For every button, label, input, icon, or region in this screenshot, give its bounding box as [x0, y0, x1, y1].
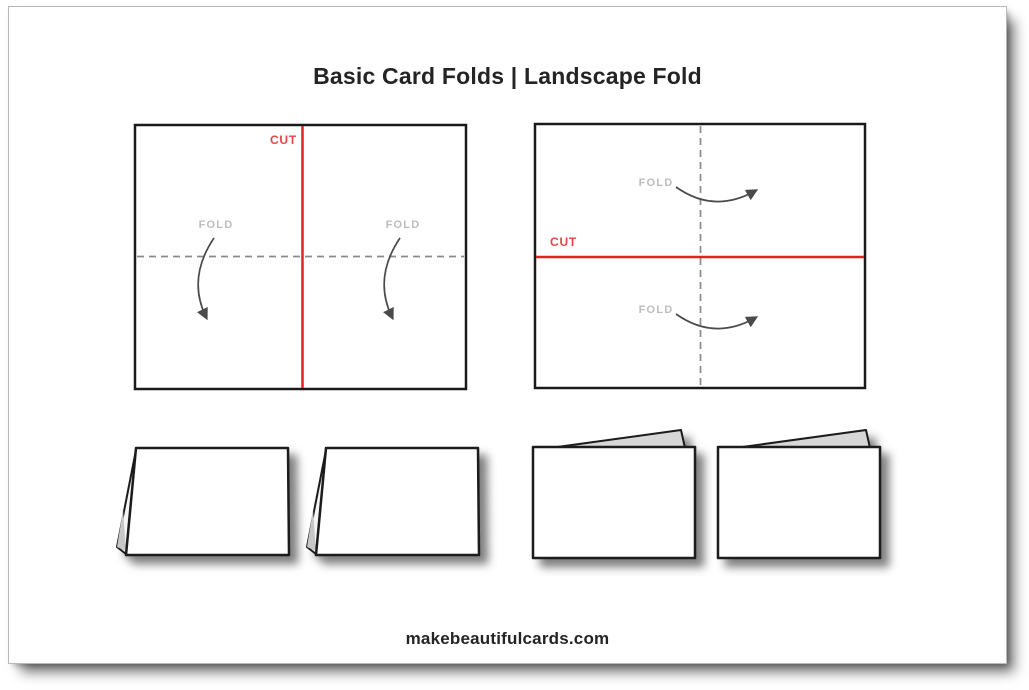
page-sheet: Basic Card Folds | Landscape Fold makebe…	[8, 6, 1007, 664]
page-title: Basic Card Folds | Landscape Fold	[313, 63, 702, 89]
website-url: makebeautifulcards.com	[405, 629, 610, 648]
